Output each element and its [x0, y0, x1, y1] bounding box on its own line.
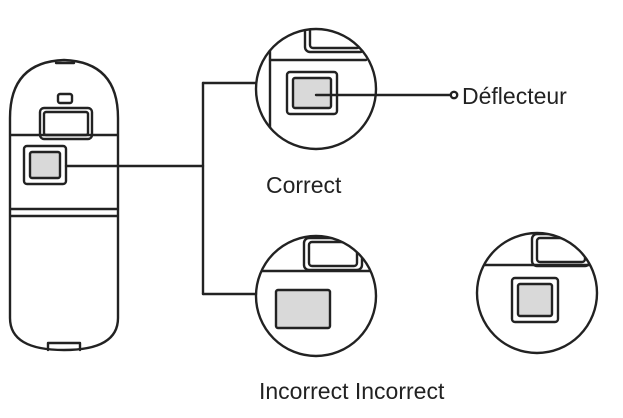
correct-label: Correct	[266, 172, 342, 198]
zoom-circle-incorrect-2	[475, 231, 599, 355]
deflector-incorrect-2	[510, 276, 560, 324]
deflector-label: Déflecteur	[462, 83, 567, 109]
deflector-leader	[314, 90, 459, 100]
deflector-incorrect-1	[274, 288, 332, 330]
connector-lines	[64, 81, 258, 296]
deflector-correct	[285, 70, 339, 116]
device-deflector	[22, 144, 68, 186]
device-body	[8, 58, 120, 352]
zoom-circle-incorrect-1	[254, 234, 378, 358]
zoom-circle-correct	[254, 27, 378, 151]
incorrect-label: Incorrect Incorrect	[259, 378, 445, 404]
